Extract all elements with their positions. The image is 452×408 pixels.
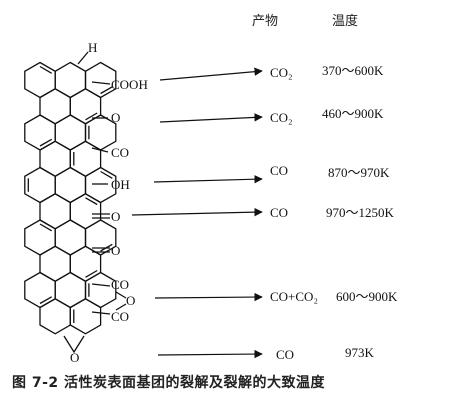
label-anhydride-o: O: [126, 293, 135, 308]
functional-group-bonds: [63, 51, 127, 354]
temperature-3: 870～970K: [328, 165, 390, 180]
double-bond-line: [39, 296, 53, 305]
label-cooh: COOH: [111, 77, 148, 92]
label-ring-co: CO: [111, 145, 129, 160]
bond-cooh: [91, 81, 111, 85]
label-quinone-o1: O: [111, 209, 120, 224]
bond-ether: [63, 335, 85, 354]
temperature-2: 460～900K: [322, 106, 384, 121]
label-anhydride-co1: CO: [111, 277, 129, 292]
double-bond-line: [85, 269, 98, 278]
hexagon-ring-21: [54, 271, 87, 309]
hexagon-ring-15: [24, 219, 56, 256]
label-h: H: [88, 40, 97, 55]
double-bond-line: [39, 65, 53, 74]
hexagon-ring-16: [54, 219, 87, 256]
bond-ring-co: [91, 147, 109, 153]
product-5: CO+CO₂: [270, 289, 318, 304]
bond-anhydride-o2: [115, 303, 127, 311]
arrow-4: [131, 207, 263, 217]
bond-anhydride-o1: [115, 291, 127, 299]
hexagon-ring-10: [24, 166, 56, 204]
double-bond-line: [100, 86, 113, 95]
figure-caption: 图 7-2 活性炭表面基团的裂解及裂解的大致温度: [12, 375, 326, 391]
hexagon-ring-9: [69, 140, 102, 178]
hexagon-ring-24: [69, 298, 102, 335]
hexagon-ring-6: [54, 114, 87, 151]
arrow-3: [153, 175, 263, 184]
double-bond-line: [85, 197, 98, 206]
temperature-4: 970～1250K: [326, 205, 395, 220]
hexagon-ring-0: [24, 61, 56, 99]
arrow-2: [159, 113, 263, 123]
double-bond-line: [100, 170, 113, 179]
bond-anhydride-2: [91, 311, 111, 315]
hexagon-ring-11: [54, 166, 87, 204]
hexagon-ring-8: [39, 140, 71, 178]
header-product: 产物: [252, 14, 278, 29]
arrow-6: [157, 349, 263, 359]
hexagon-ring-1: [54, 61, 87, 99]
temperature-6: 973K: [345, 345, 375, 360]
temperature-5: 600～900K: [336, 289, 398, 304]
hexagon-ring-14: [69, 193, 102, 230]
double-bond-line: [39, 223, 53, 232]
bond-h: [77, 51, 89, 65]
temperature-1: 370～600K: [322, 63, 384, 78]
hexagon-ring-13: [39, 193, 71, 230]
product-1: CO₂: [270, 65, 293, 80]
product-4: CO: [270, 205, 288, 220]
product-3: CO: [270, 163, 288, 178]
hexagon-ring-5: [24, 114, 56, 151]
hexagon-ring-18: [39, 245, 71, 283]
hexagon-ring-20: [24, 271, 56, 309]
label-oh: OH: [111, 177, 130, 192]
label-ether-o: O: [70, 350, 79, 365]
label-ring-o: O: [111, 110, 120, 125]
hexagon-ring-3: [39, 88, 71, 125]
product-2: CO₂: [270, 110, 293, 125]
hexagon-ring-23: [39, 298, 71, 335]
label-quinone-o2: O: [111, 243, 120, 258]
product-6: CO: [276, 347, 294, 362]
double-bond-line: [39, 138, 53, 147]
double-bond-line: [85, 112, 98, 121]
label-anhydride-co2: CO: [111, 309, 129, 324]
decomposition-arrows: [131, 67, 263, 359]
arrow-1: [159, 67, 263, 81]
bond-anhydride-1: [91, 283, 111, 287]
graphite-lattice: [24, 61, 117, 335]
arrow-5: [154, 292, 263, 302]
header-temperature: 温度: [332, 13, 358, 29]
